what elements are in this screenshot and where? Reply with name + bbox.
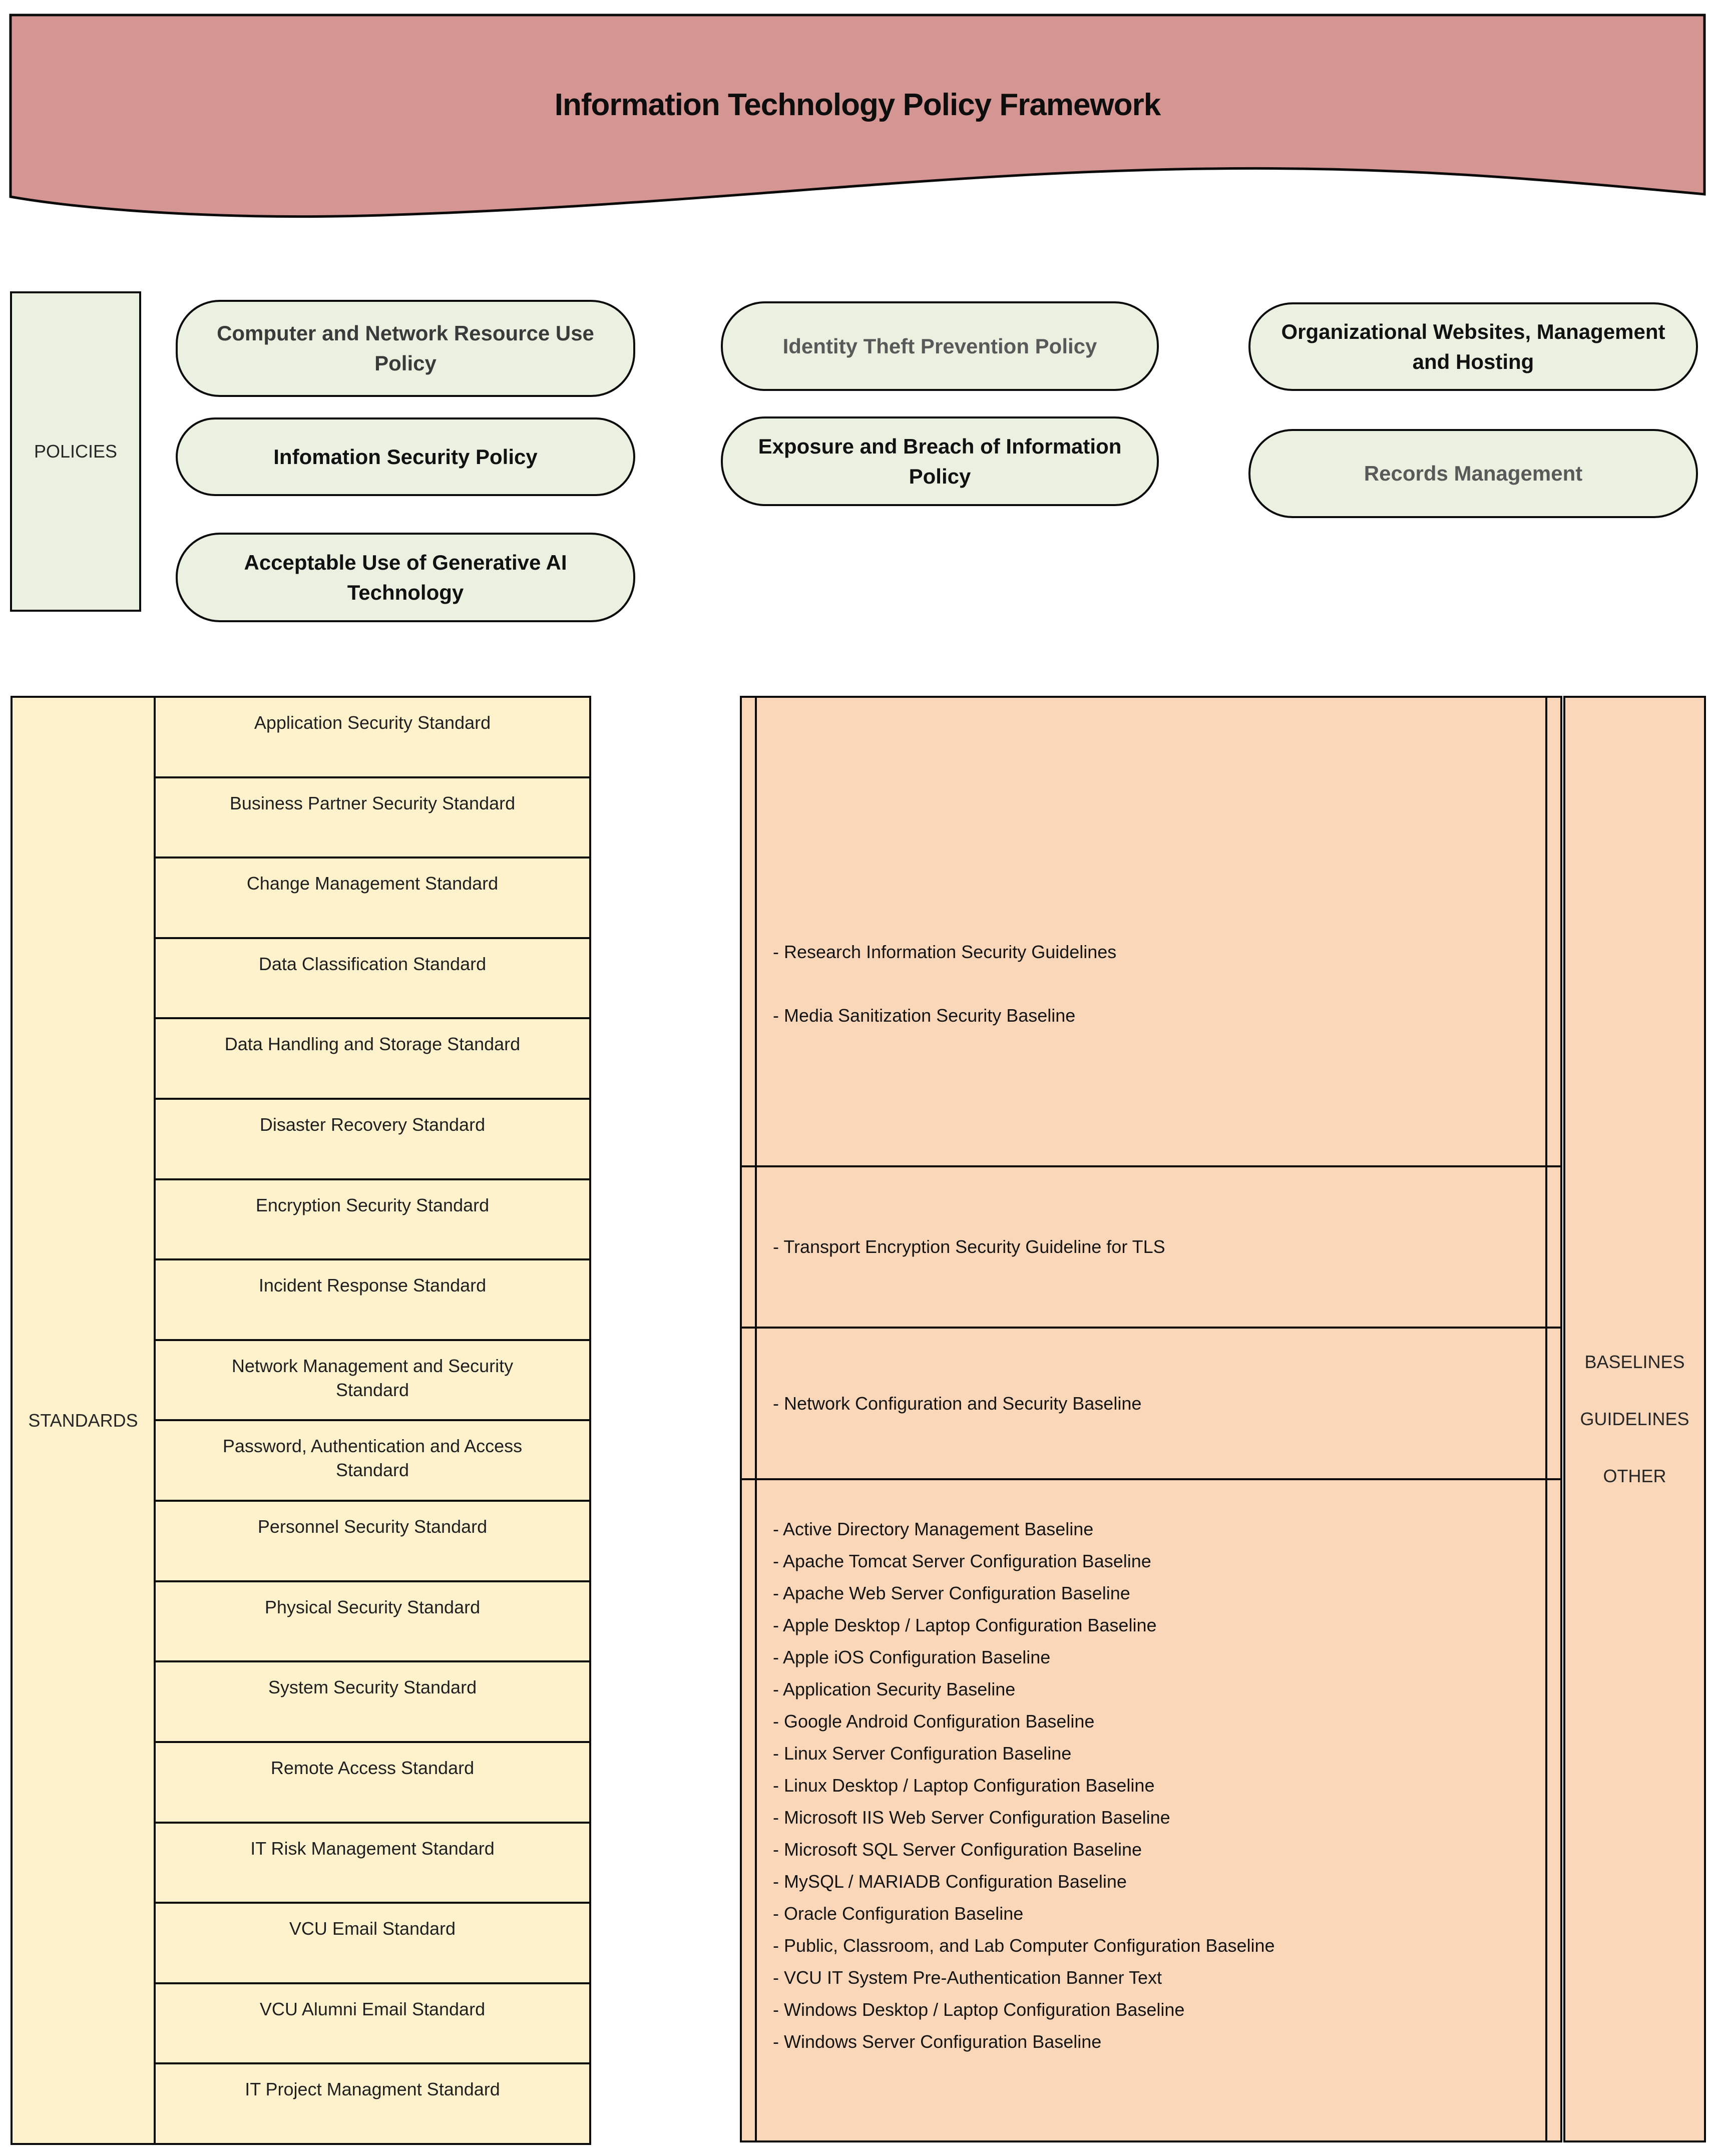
standards-row: Data Handling and Storage Standard [156,1017,589,1098]
row-content: - Active Directory Management Baseline -… [757,1480,1545,2140]
standards-row: Disaster Recovery Standard [156,1098,589,1178]
row-left-spine [742,698,757,1165]
standards-rows: Application Security Standard Business P… [156,698,589,2143]
standards-row: Change Management Standard [156,856,589,937]
baseline-item: - Apple iOS Configuration Baseline [773,1646,1051,1667]
standards-row: VCU Alumni Email Standard [156,1982,589,2063]
baseline-item: - Apache Tomcat Server Configuration Bas… [773,1550,1151,1571]
row-content: - Transport Encryption Security Guidelin… [757,1167,1545,1327]
policy-pill-records-management: Records Management [1248,429,1698,518]
policy-pill-label: Identity Theft Prevention Policy [782,334,1097,358]
baseline-item: - Windows Server Configuration Baseline [773,2031,1102,2052]
row-right-spine [1545,698,1560,1165]
baseline-item: - Microsoft SQL Server Configuration Bas… [773,1839,1142,1860]
page-title: Information Technology Policy Framework [554,88,1161,122]
baseline-item: - Apple Desktop / Laptop Configuration B… [773,1614,1157,1635]
row-right-spine [1545,1167,1560,1327]
policy-pill-label: Exposure and Breach of Information Polic… [758,434,1122,488]
policy-pill-label: Records Management [1364,462,1583,485]
baseline-item: - Linux Desktop / Laptop Configuration B… [773,1775,1155,1796]
baseline-item: - Microsoft IIS Web Server Configuration… [773,1807,1170,1828]
policy-pill-exposure-breach: Exposure and Breach of Information Polic… [721,416,1159,506]
policy-pill-organizational-websites: Organizational Websites, Management and … [1248,302,1698,391]
standards-row: Password, Authentication and Access Stan… [156,1419,589,1500]
policies-section-label: POLICIES [10,291,141,612]
right-label-other: OTHER [1603,1466,1666,1486]
row-left-spine [742,1329,757,1479]
baseline-item: - Application Security Baseline [773,1678,1016,1699]
standards-row: Remote Access Standard [156,1741,589,1822]
standards-label-text: STANDARDS [28,1410,138,1431]
row-right-spine [1545,1480,1560,2141]
policy-pill-label: Acceptable Use of Generative AI Technolo… [244,550,567,604]
baseline-item: - MySQL / MARIADB Configuration Baseline [773,1871,1127,1892]
policy-pill-identity-theft: Identity Theft Prevention Policy [721,301,1159,391]
baseline-item: - Windows Desktop / Laptop Configuration… [773,1999,1185,2020]
standards-table: STANDARDS Application Security Standard … [11,696,591,2145]
standards-row: Business Partner Security Standard [156,776,589,857]
baseline-item: - Research Information Security Guidelin… [773,942,1117,963]
row-right-spine [1545,1329,1560,1479]
banner-wave-shape [9,14,1706,218]
standards-row: System Security Standard [156,1660,589,1741]
row-left-spine [742,1480,757,2141]
standards-row: Network Management and Security Standard [156,1339,589,1420]
policy-pill-label: Organizational Websites, Management and … [1281,319,1665,373]
standards-row: IT Project Managment Standard [156,2062,589,2143]
baselines-section-label: BASELINES GUIDELINES OTHER [1563,696,1706,2142]
baseline-item: - Apache Web Server Configuration Baseli… [773,1582,1130,1603]
row-content: - Network Configuration and Security Bas… [757,1329,1545,1478]
policy-pill-label: Computer and Network Resource Use Policy [217,321,594,375]
banner: Information Technology Policy Framework [9,13,1706,228]
standards-row: Application Security Standard [254,712,491,733]
baseline-item: - Public, Classroom, and Lab Computer Co… [773,1935,1275,1956]
standards-row: Incident Response Standard [156,1258,589,1339]
right-label-baselines: BASELINES [1584,1352,1685,1372]
baseline-item: - Network Configuration and Security Bas… [773,1393,1142,1414]
policy-pill-information-security: Infomation Security Policy [176,417,635,496]
policy-pill-generative-ai: Acceptable Use of Generative AI Technolo… [176,533,635,622]
policies-label-text: POLICIES [34,441,118,462]
baselines-row-guidelines: - Research Information Security Guidelin… [742,698,1560,1165]
baseline-item: - Media Sanitization Security Baseline [773,1005,1076,1026]
standards-row: Physical Security Standard [156,1580,589,1661]
baseline-item: - Linux Server Configuration Baseline [773,1743,1072,1764]
right-label-guidelines: GUIDELINES [1580,1409,1689,1429]
baselines-row-configuration-list: - Active Directory Management Baseline -… [742,1478,1560,2141]
standards-row: Data Classification Standard [156,937,589,1018]
row-content: - Research Information Security Guidelin… [757,698,1545,1165]
standards-row: Encryption Security Standard [156,1178,589,1259]
baseline-item: - Oracle Configuration Baseline [773,1903,1024,1924]
standards-row: IT Risk Management Standard [156,1821,589,1902]
baseline-item: - Transport Encryption Security Guidelin… [773,1236,1165,1257]
policy-pill-label: Infomation Security Policy [273,445,538,469]
baseline-item: - Active Directory Management Baseline [773,1518,1094,1539]
baselines-row-network: - Network Configuration and Security Bas… [742,1327,1560,1479]
standards-row: Personnel Security Standard [156,1500,589,1580]
baselines-row-tls: - Transport Encryption Security Guidelin… [742,1165,1560,1327]
row-left-spine [742,1167,757,1327]
standards-section-label: STANDARDS [13,698,156,2143]
policy-pill-computer-network-resource-use: Computer and Network Resource Use Policy [176,300,635,397]
baseline-item: - Google Android Configuration Baseline [773,1710,1095,1732]
standards-row: VCU Email Standard [156,1902,589,1982]
baseline-item: - VCU IT System Pre-Authentication Banne… [773,1967,1162,1988]
baselines-table: - Research Information Security Guidelin… [740,696,1562,2142]
